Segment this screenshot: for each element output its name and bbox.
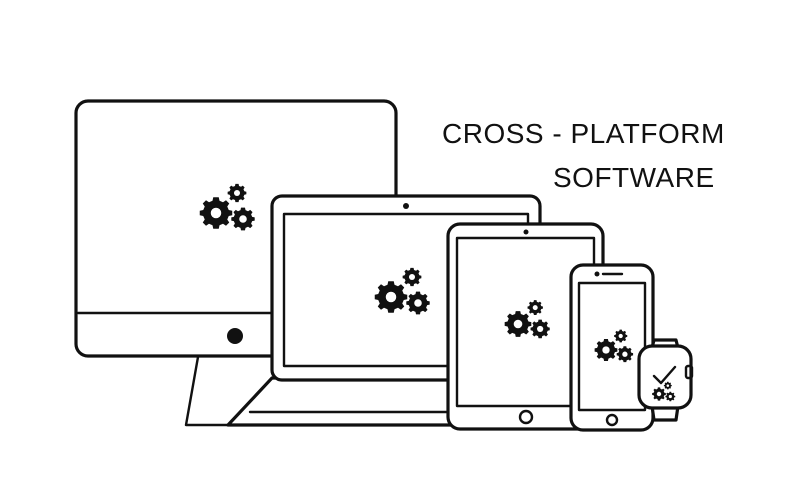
heading-line-2: SOFTWARE — [553, 162, 715, 193]
smartphone — [569, 263, 655, 432]
tablet-camera-icon — [523, 229, 529, 235]
camera-icon — [403, 203, 409, 209]
heading-line-1: CROSS - PLATFORM — [442, 118, 725, 149]
tablet — [446, 222, 605, 431]
power-button-icon — [227, 328, 243, 344]
phone-camera-icon — [594, 271, 600, 277]
smartwatch — [637, 338, 694, 422]
checkmark-icon — [652, 365, 677, 385]
phone-home-button-icon — [605, 413, 619, 427]
home-button-icon — [518, 409, 534, 425]
